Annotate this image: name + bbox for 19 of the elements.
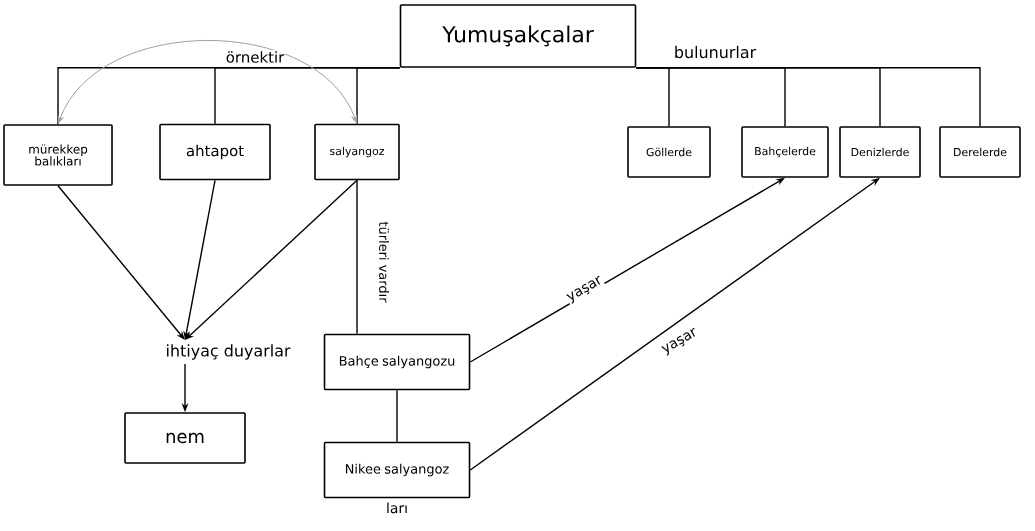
beside-text: ları [387, 502, 407, 514]
edge-label: türleri vardır [378, 220, 390, 304]
concept-box: Bahçe salyangozu [323, 333, 471, 391]
concept-text: ihtiyaç duyarlar [167, 344, 291, 360]
concept-box: nem [124, 412, 246, 464]
concept-box: Göllerde [627, 126, 711, 178]
concept-box: Bahçelerde [741, 126, 829, 178]
concept-box: Yumuşakçalar [399, 4, 637, 68]
concept-box: salyangoz [314, 123, 400, 181]
concept-box: ahtapot [159, 123, 271, 181]
concept-box: mürekkep balıkları [3, 124, 113, 186]
concept-box: Derelerde [939, 126, 1021, 178]
arrow [185, 179, 358, 340]
concept-box: Denizlerde [839, 126, 921, 178]
arrow [57, 185, 185, 340]
arrow [57, 39, 358, 124]
edge-label: bulunurlar [672, 44, 758, 60]
edge-label: örnektir [224, 50, 286, 64]
concept-box: Nikee salyangoz [323, 441, 471, 499]
